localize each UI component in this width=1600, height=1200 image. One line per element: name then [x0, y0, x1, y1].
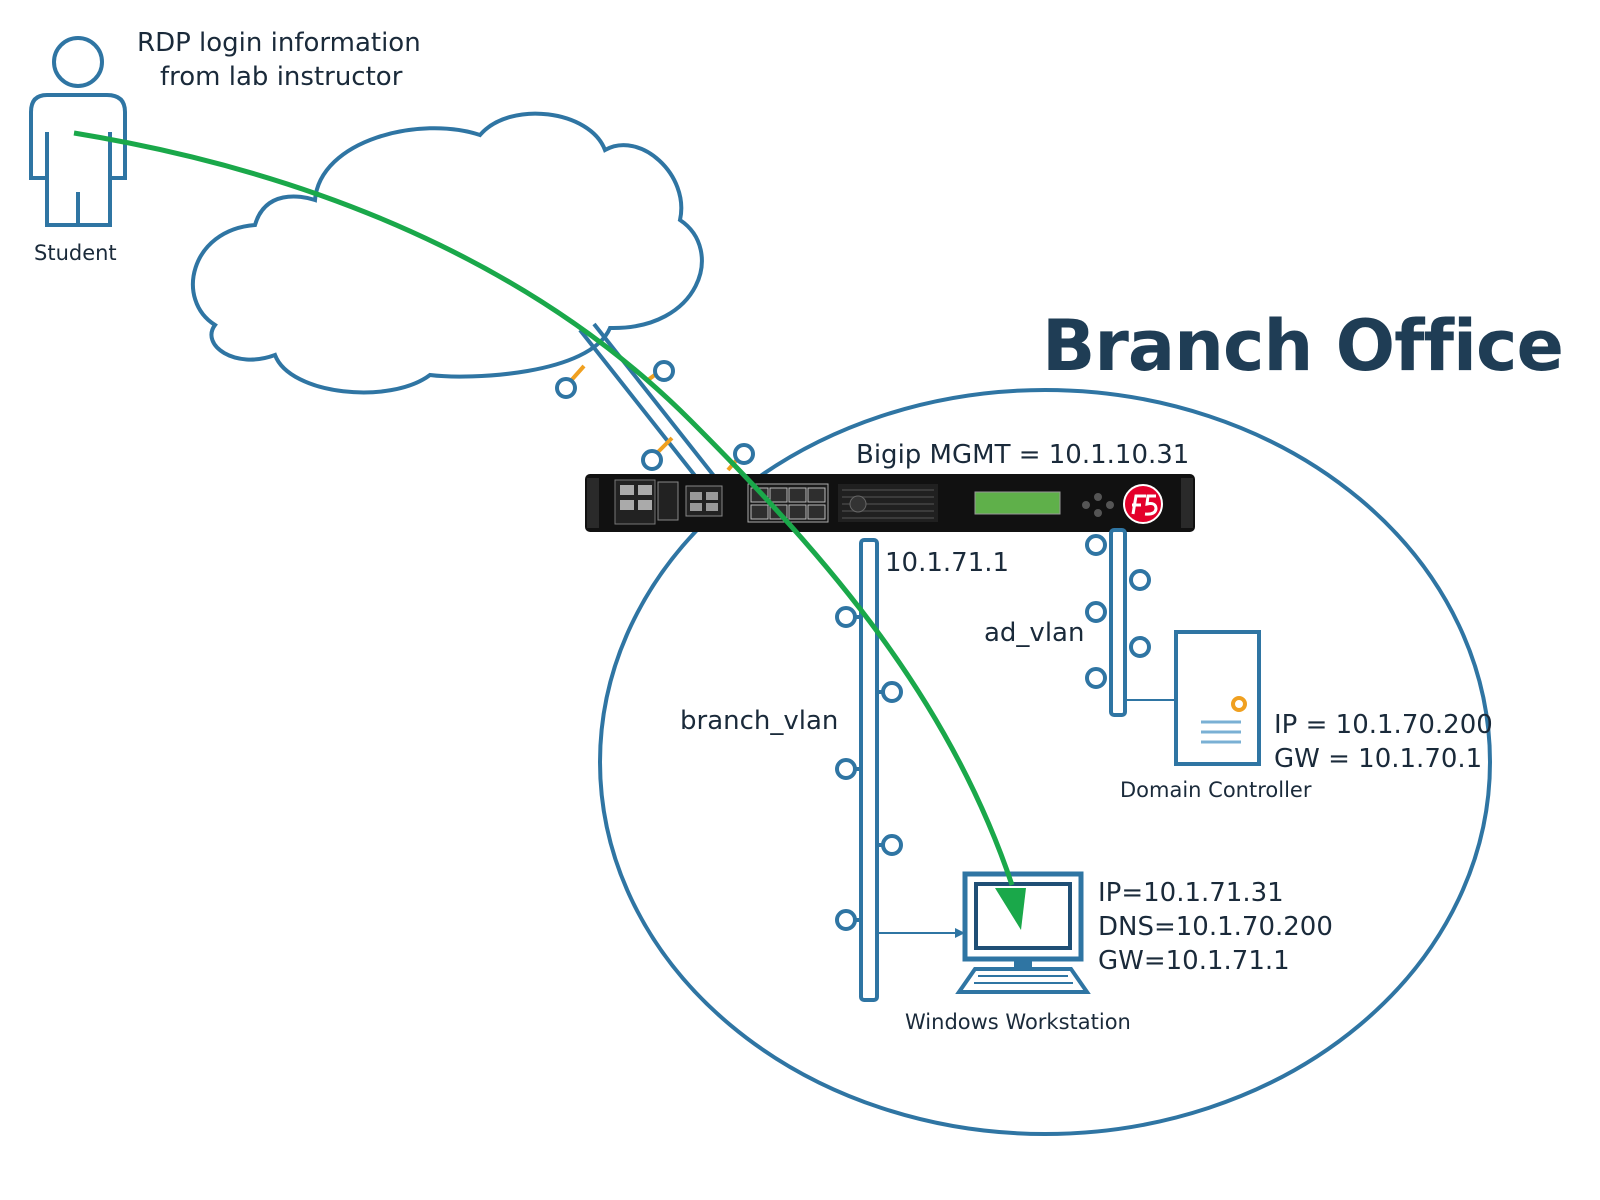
bigip-appliance: [585, 474, 1195, 532]
workstation-dns-label: DNS=10.1.70.200: [1098, 912, 1333, 942]
branch-vlan-port-nodes: [835, 606, 903, 931]
cloud-uplink: [578, 322, 716, 484]
page-title: Branch Office: [1042, 305, 1564, 387]
dc-label: Domain Controller: [1120, 778, 1312, 802]
dc-gw-label: GW = 10.1.70.1: [1274, 744, 1483, 774]
ad-vlan-port-nodes: [1085, 534, 1151, 689]
branch-vlan-bus: [859, 538, 879, 1002]
ad-vlan-bus: [1109, 528, 1127, 717]
student-person-icon: [29, 36, 127, 227]
internet-cloud: [190, 111, 704, 395]
rdp-flow-arrowhead: [995, 888, 1026, 930]
branch-office-boundary: [598, 388, 1492, 1136]
student-label: Student: [34, 241, 117, 265]
workstation-ip-label: IP=10.1.71.31: [1098, 878, 1284, 908]
workstation-label: Windows Workstation: [905, 1010, 1131, 1034]
dc-ip-label: IP = 10.1.70.200: [1274, 710, 1493, 740]
branch-vlan-label: branch_vlan: [680, 706, 839, 736]
student-note-line2: from lab instructor: [160, 62, 403, 92]
workstation-monitor-icon: [955, 871, 1091, 994]
ad-vlan-label: ad_vlan: [984, 618, 1085, 648]
branch-self-ip-label: 10.1.71.1: [885, 548, 1010, 578]
workstation-gw-label: GW=10.1.71.1: [1098, 946, 1290, 976]
domain-controller-server-icon: [1174, 630, 1261, 766]
rdp-flow-arrow: [73, 130, 1015, 886]
student-note-line1: RDP login information: [137, 28, 421, 58]
f5-logo-icon: [1123, 484, 1163, 524]
bigip-mgmt-label: Bigip MGMT = 10.1.10.31: [856, 440, 1190, 470]
uplink-connector-nodes: [555, 360, 755, 472]
